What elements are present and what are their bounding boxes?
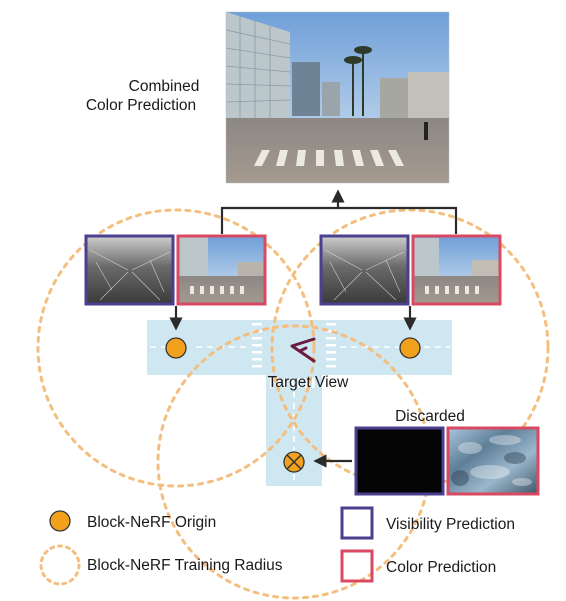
combine-connector [220,189,458,234]
legend-color-swatch [340,549,374,583]
discarded-prediction-pair [354,426,540,496]
right-prediction-pair [319,234,502,306]
block-origins [165,337,421,473]
training-radius-right [270,208,550,488]
combined-label-line1: Combined [129,78,200,95]
lane-markings [150,346,450,484]
combined-label-line2: Color Prediction [86,97,196,114]
origin-left-icon [165,337,187,359]
legend-radius: Block-NeRF Training Radius [39,544,283,586]
legend: Block-NeRF Origin Block-NeRF Training Ra… [39,506,515,586]
target-view-icon [290,337,316,363]
discarded-label: Discarded [395,408,465,425]
training-radius-left [36,208,316,488]
origin-right-icon [399,337,421,359]
left-visibility-image [86,236,173,304]
legend-color: Color Prediction [340,549,496,583]
target-view-label: Target View [268,374,350,391]
combined-color-prediction-image [225,11,450,184]
right-visibility-image [321,236,408,304]
discarded-origin-icon [283,451,305,473]
left-prediction-pair [84,234,267,306]
discarded-visibility-image [354,426,445,496]
legend-radius-icon [39,544,81,586]
discarded-color-image [448,428,538,494]
legend-origin: Block-NeRF Origin [49,510,216,532]
legend-origin-label: Block-NeRF Origin [87,514,216,531]
crosswalks [252,306,336,388]
legend-radius-label: Block-NeRF Training Radius [87,557,283,574]
legend-color-label: Color Prediction [386,559,496,576]
origin-arrows [169,306,417,331]
legend-origin-icon [49,510,71,532]
legend-visibility-label: Visibility Prediction [386,516,515,533]
legend-visibility-swatch [340,506,374,540]
legend-visibility: Visibility Prediction [340,506,515,540]
